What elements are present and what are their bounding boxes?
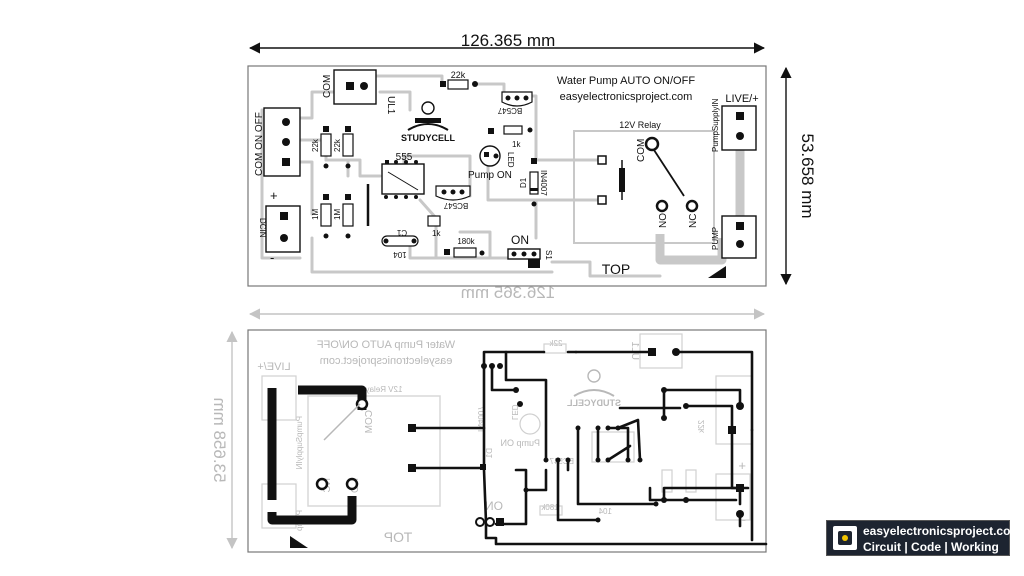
svg-text:BC547: BC547 [549,457,574,466]
top-width-dimension: 126.365 mm [461,31,556,50]
top-c1-label: C1 [396,228,407,237]
top-relay-outline [573,130,715,244]
top-r22k-top [447,79,469,90]
top-relay-label: 12V Relay [619,120,661,130]
top-r22k-b-label: 22k [333,138,342,152]
top-d1-label: D1 [519,177,528,188]
top-view: 126.365 mm 53.658 mm [247,31,817,287]
top-relay-switch-blade [653,149,685,197]
badge-tagline: Circuit | Code | Working [863,540,999,554]
svg-text:D1: D1 [485,448,494,459]
svg-text:104: 104 [598,507,612,516]
top-relay-com-pad [644,136,660,152]
top-side-marker: TOP [602,261,631,277]
top-ul1-header [333,69,377,105]
top-no-label: NO [658,213,669,228]
top-bc547-label: BC547 [497,106,522,115]
top-r22k-b [342,133,354,157]
top-capacitor-c1 [381,235,419,247]
top-bc547-b-label: BC547 [443,201,468,210]
svg-text:STUDYCELL: STUDYCELL [566,398,621,408]
top-relay-coil [619,168,625,192]
top-r180k [453,247,477,258]
top-s1-label: S1 [544,250,553,260]
svg-text:easyelectronicsproject.com: easyelectronicsproject.com [320,355,453,367]
top-title: Water Pump AUTO ON/OFF [557,75,695,87]
bottom-switch-pads [475,517,504,527]
top-site: easyelectronicsproject.com [560,91,693,103]
svg-text:IN4007: IN4007 [476,406,485,432]
svg-text:ON: ON [485,499,503,513]
top-r22k-a [320,133,332,157]
chip-icon [833,526,857,550]
svg-text:Water Pump AUTO ON/OFF: Water Pump AUTO ON/OFF [317,339,455,351]
top-pump-supply-label: PumpSupplyIN [711,98,720,152]
bottom-width-dimension: 126.365 mm [461,283,556,302]
top-com-on-off-label: COM ON OFF [254,112,265,176]
top-studycell-text: STUDYCELL [401,133,456,143]
top-diode-d1 [529,171,539,195]
top-relay-com-label: COM [636,139,647,162]
top-r1k-a-label: 1k [512,140,521,149]
top-relay-coil-pad-a [597,155,607,165]
top-led [479,145,501,167]
top-r1k-a [503,125,523,135]
top-com-label: COM [322,75,333,98]
bottom-pads [408,348,744,523]
svg-text:+: + [738,458,746,473]
top-r1k-b [427,215,441,227]
svg-text:LIVE/+: LIVE/+ [257,361,290,373]
bottom-view: 126.365 mm 53.658 mm Water Pump AUTO ON/… [210,283,768,553]
svg-text:LED: LED [510,404,519,420]
top-studycell-logo: STUDYCELL [401,101,456,143]
top-r180k-label: 180k [457,237,475,246]
top-minus-label: - [270,250,274,265]
top-r1k-b-label: 1k [432,229,441,238]
top-r1m-a [320,203,332,227]
top-height-dimension: 53.658 mm [798,133,817,218]
top-live-label: LIVE/+ [725,93,758,105]
top-r22k-a-label: 22k [311,138,320,152]
top-r1m-a-label: 1M [311,209,320,220]
top-pump-label: PUMP [711,227,720,250]
top-ic555-label: 555 [396,152,413,163]
svg-text:PumpSupplyIN: PumpSupplyIN [295,416,304,470]
top-c104-label: 104 [393,250,407,259]
badge-site: easyelectronicsproject.com [863,524,1022,538]
top-on-label: ON [511,233,529,247]
bottom-orientation-triangle [290,536,308,548]
svg-text:180k: 180k [540,503,558,512]
svg-text:12V Relay: 12V Relay [366,385,403,394]
svg-text:TOP: TOP [384,529,413,545]
svg-text:Pump ON: Pump ON [500,438,540,448]
site-badge: easyelectronicsproject.com Circuit | Cod… [826,520,1021,556]
top-led-label: LED [506,152,515,168]
top-relay-coil-pad-b [597,195,607,205]
top-ul1-label: UL1 [385,96,396,115]
top-r22k-top-label: 22k [451,70,466,80]
top-r1m-b [342,203,354,227]
top-relay-no-pad [655,199,669,213]
top-in4007-label: IN4007 [539,170,548,196]
top-r1m-b-label: 1M [333,209,342,220]
top-relay-nc-pad [685,199,699,213]
svg-text:COM: COM [364,410,375,433]
top-dcin-label: DCIN [258,218,267,238]
svg-text:UL1: UL1 [629,341,640,360]
top-plus-label: + [270,188,278,203]
bottom-height-dimension: 53.658 mm [210,397,229,482]
top-pump-on-label: Pump ON [468,170,512,181]
svg-text:22k: 22k [697,420,706,434]
top-nc-label: NC [688,214,699,228]
top-orientation-triangle [708,266,726,278]
